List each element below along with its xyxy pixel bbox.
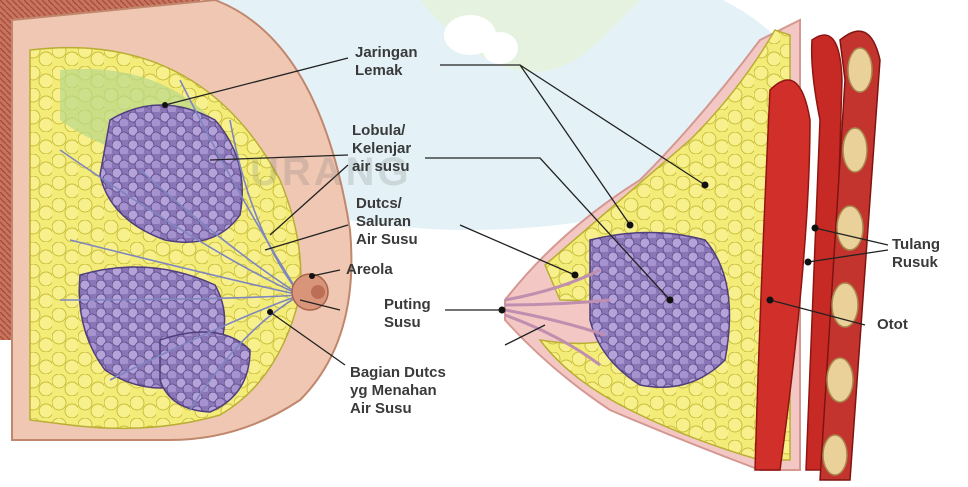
label-line: Puting [384,296,431,314]
label-line: Jaringan [355,44,418,62]
label-line: Dutcs/ [356,195,418,213]
label-dutcs: Dutcs/ Saluran Air Susu [356,195,418,249]
label-line: Bagian Dutcs [350,364,446,382]
label-puting: Puting Susu [384,296,431,332]
label-line: Air Susu [350,400,446,418]
label-line: Kelenjar [352,140,411,158]
label-lobula: Lobula/ Kelenjar air susu [352,122,411,176]
label-line: Rusuk [892,254,940,272]
label-line: Air Susu [356,231,418,249]
label-line: Otot [877,316,908,334]
label-line: Lemak [355,62,418,80]
label-line: Areola [346,261,393,279]
label-tulang-rusuk: Tulang Rusuk [892,236,940,272]
label-line: Susu [384,314,431,332]
label-line: Saluran [356,213,418,231]
label-line: yg Menahan [350,382,446,400]
label-line: Tulang [892,236,940,254]
label-line: air susu [352,158,411,176]
nipple-left [311,285,325,299]
label-line: Lobula/ [352,122,411,140]
label-otot: Otot [877,316,908,334]
label-bagian: Bagian Dutcs yg Menahan Air Susu [350,364,446,418]
label-jaringan-lemak: Jaringan Lemak [355,44,418,80]
label-areola: Areola [346,261,393,279]
